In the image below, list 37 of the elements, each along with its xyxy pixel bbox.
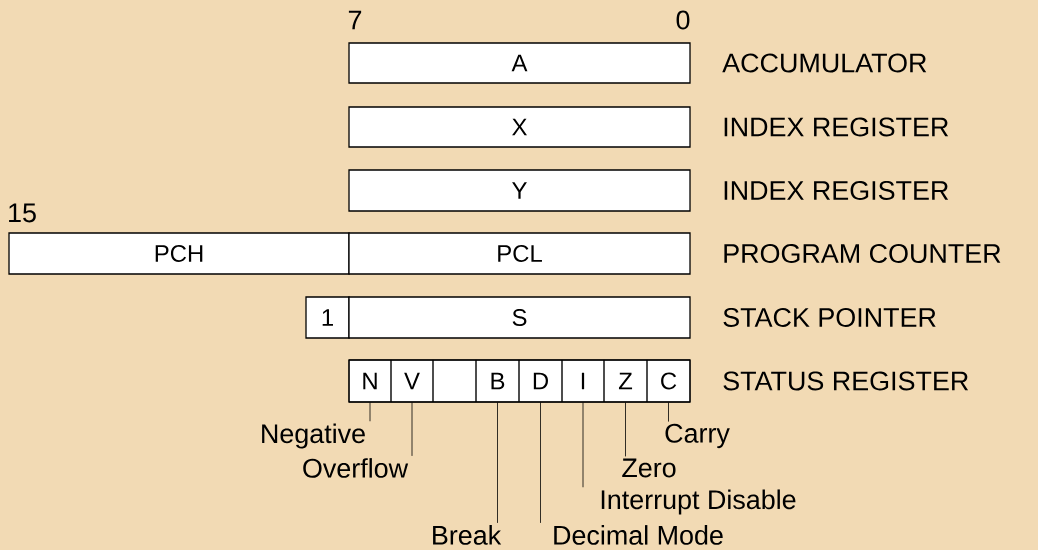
- register-name: STACK POINTER: [723, 307, 936, 327]
- flag-name: Decimal Mode: [554, 525, 723, 545]
- register-name: PROGRAM COUNTER: [724, 243, 1001, 263]
- flag-name: Break: [433, 525, 502, 545]
- leader-line: [369, 402, 371, 422]
- leader-line: [582, 402, 584, 488]
- register-box: A: [348, 42, 691, 84]
- register-name: INDEX REGISTER: [724, 180, 949, 200]
- flag-cell: D: [518, 359, 563, 403]
- flag-name: Overflow: [303, 458, 409, 478]
- register-box: X: [348, 106, 691, 148]
- bit-number: 0: [676, 10, 690, 30]
- register-name: INDEX REGISTER: [724, 117, 949, 137]
- flag-cell: Z: [603, 359, 648, 403]
- flag-cell: [432, 359, 477, 403]
- flag-cell: C: [646, 359, 691, 403]
- register-box: 1: [305, 296, 350, 339]
- flag-name: Interrupt Disable: [601, 489, 796, 515]
- register-box: PCH: [8, 232, 350, 275]
- leader-line: [668, 402, 669, 422]
- register-box: PCL: [348, 232, 691, 275]
- leader-line: [540, 402, 541, 524]
- flag-name: Carry: [665, 423, 730, 449]
- register-name: ACCUMULATOR: [722, 53, 927, 73]
- flag-name: Zero: [622, 458, 676, 478]
- register-name: STATUS REGISTER: [723, 371, 969, 391]
- register-box: [348, 359, 691, 403]
- register-box: Y: [348, 169, 691, 212]
- flag-cell: V: [390, 359, 434, 403]
- leader-line: [411, 402, 413, 457]
- bit-number: 7: [348, 10, 362, 30]
- flag-cell: N: [348, 359, 392, 403]
- flag-name: Negative: [262, 423, 365, 449]
- leader-line: [625, 402, 626, 457]
- flag-cell: I: [561, 359, 605, 403]
- flag-cell: B: [475, 359, 520, 403]
- leader-line: [497, 402, 498, 524]
